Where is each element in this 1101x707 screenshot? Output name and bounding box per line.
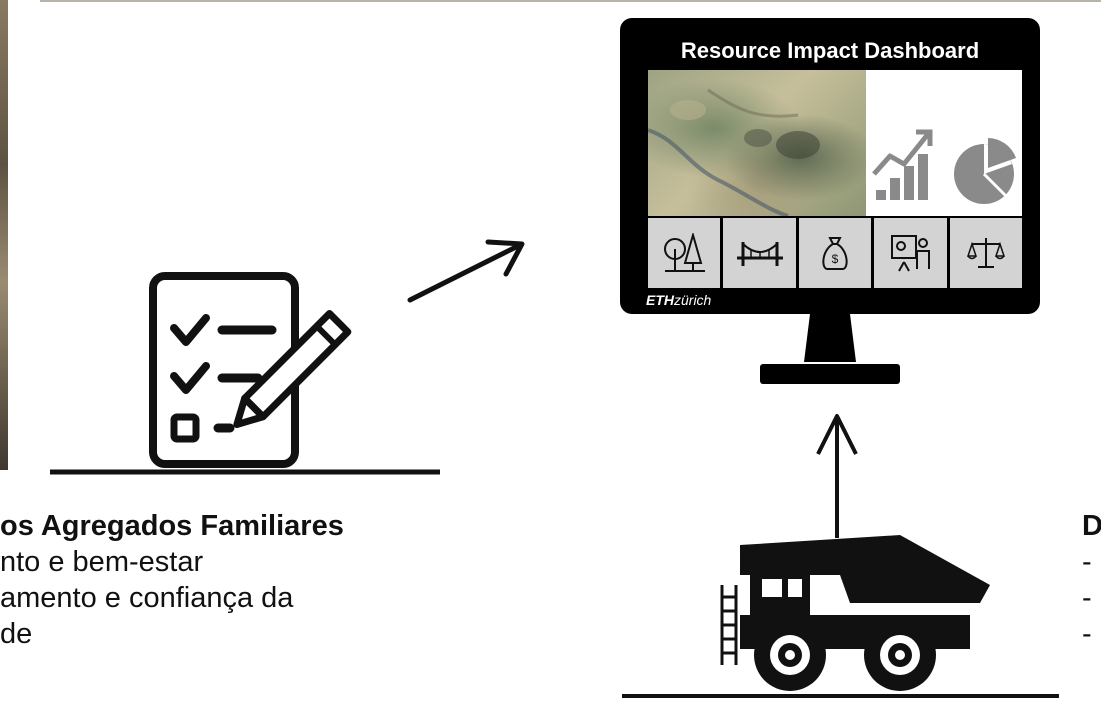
background-photo-edge [0,0,8,470]
trees-icon [648,218,721,288]
monitor-screen: Resource Impact Dashboard [638,34,1023,308]
presentation-icon [874,218,947,288]
pie-chart-icon [954,138,1016,204]
ground-line [622,694,1059,698]
right-bullet-2: - [1082,582,1092,614]
household-heading: os Agregados Familiares [0,510,344,542]
dashboard-icon-row: $ [648,218,1023,288]
chart-icons [866,70,1022,216]
satellite-map-image [648,70,866,216]
bridge-icon [723,218,796,288]
dashboard-monitor: Resource Impact Dashboard [620,18,1040,388]
right-heading: D [1082,510,1101,542]
top-rule [40,0,1101,2]
mining-truck-icon [720,535,990,691]
checklist-pencil-icon [50,272,440,475]
monitor-stand [760,314,900,384]
eth-zurich-logo: ETHzürich [646,292,712,308]
household-line-1: nto e bem-estar [0,546,204,578]
money-bag-icon: $ [798,218,872,288]
arrow-to-monitor-icon [816,414,858,538]
household-line-3: de [0,618,33,650]
right-bullet-1: - [1082,546,1092,578]
household-text-block: os Agregados Familiares nto e bem-estar … [0,508,560,652]
right-text-block: D - - - [1082,508,1101,652]
arrow-to-dashboard-icon [407,239,525,303]
dashboard-title: Resource Impact Dashboard [680,38,980,63]
monitor-bezel: Resource Impact Dashboard [620,18,1040,314]
dashboard-panel [648,70,1022,216]
right-bullet-3: - [1082,618,1092,650]
bar-chart-up-icon [872,129,933,200]
svg-text:$: $ [832,252,839,266]
scales-icon [949,218,1023,288]
household-line-2: amento e confiança da [0,582,294,614]
